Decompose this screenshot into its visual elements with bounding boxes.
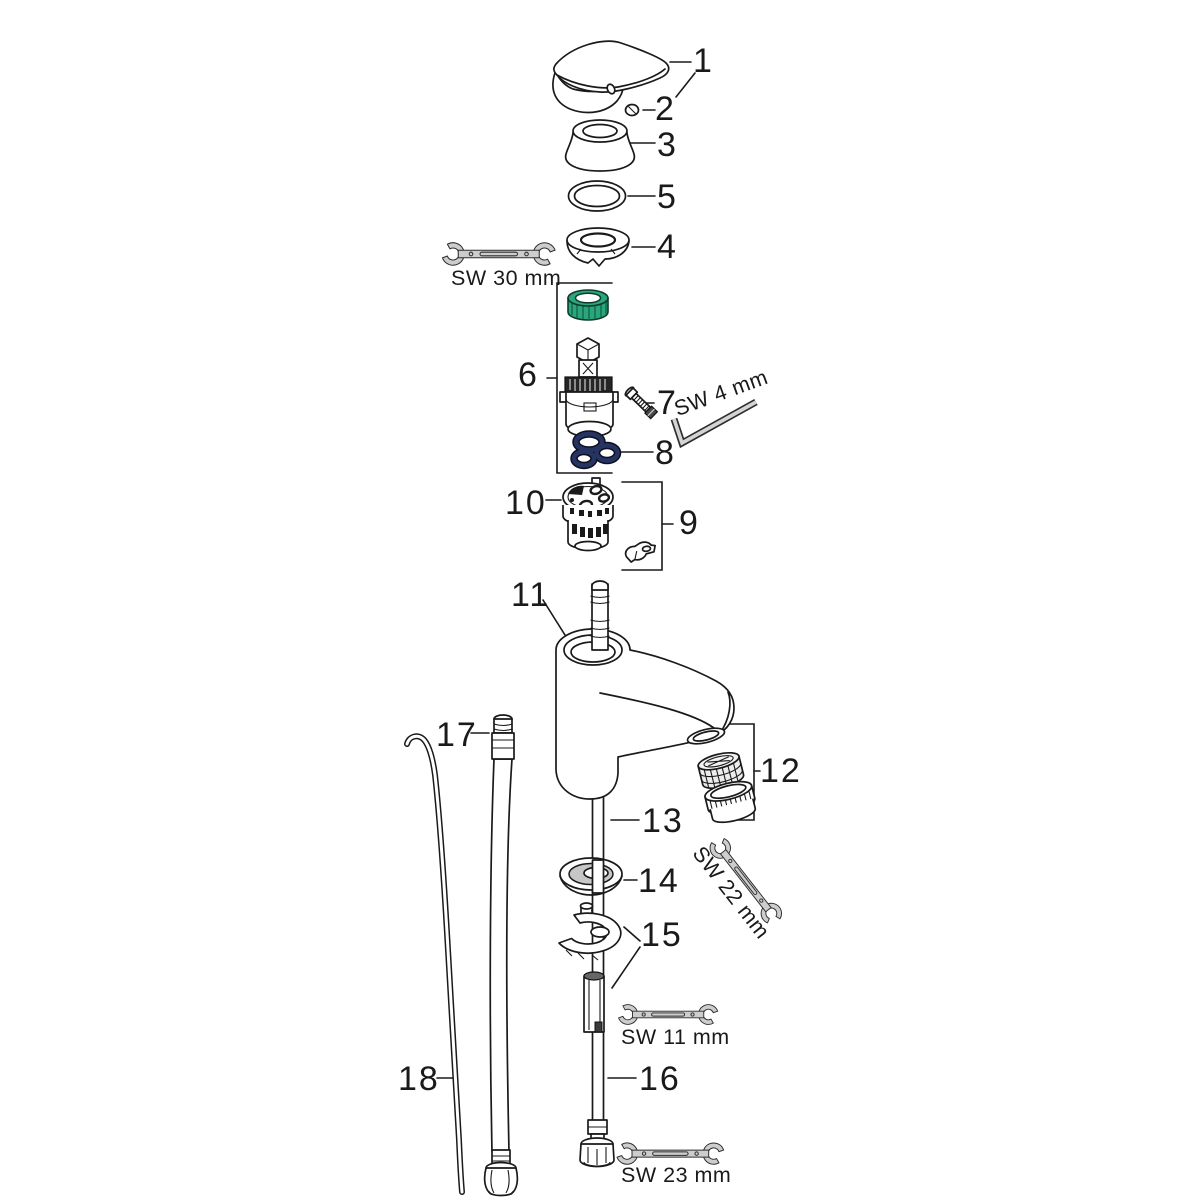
bracket-9 [621,481,663,571]
part-18-curved-pipe [404,733,465,1195]
callout-9: 9 [679,504,700,542]
callout-5: 5 [657,178,678,216]
callout-15: 15 [641,916,683,954]
callout-3: 3 [657,126,678,164]
part-6-cartridge [559,337,619,438]
allen-key-sw4-icon [670,398,758,449]
callout-12: 12 [760,752,802,790]
part-3-collar [564,119,636,172]
callout-8: 8 [655,434,676,472]
callout-1: 1 [693,42,714,80]
wrench-sw23-icon [616,1142,725,1165]
part-6-retainer-ring [567,289,609,321]
callout-6: 6 [518,356,539,394]
callout-13: 13 [642,802,684,840]
part-15-extension-sleeve [583,971,605,1033]
callout-17: 17 [436,716,478,754]
callout-7: 7 [657,384,678,422]
wrench-sw30-icon [441,242,556,266]
part-12-aerator-set [686,727,757,824]
tool-label-sw30: SW 30 mm [451,266,562,290]
tool-label-sw23: SW 23 mm [621,1163,732,1187]
part-10-valve-assembly [562,477,614,552]
part-5-o-ring [567,180,627,212]
part-4-nut [566,227,630,267]
part-2-grub-screw [624,103,640,117]
tool-label-sw11: SW 11 mm [621,1025,730,1049]
callout-4: 4 [657,228,678,266]
part-15-mounting-clamp [558,902,622,961]
part-9-clip [624,541,656,563]
callout-2: 2 [655,90,676,128]
part-7-screw [624,386,659,420]
callout-10: 10 [505,484,547,522]
wrench-sw11-icon [618,1004,719,1025]
part-8-seal-rings [570,430,622,470]
callout-16: 16 [639,1060,681,1098]
part-17-hose [483,714,519,1197]
part-11-cartridge-stem-pin [590,580,610,651]
part-1-handle [552,40,670,114]
part-16-rod-nut [579,1119,615,1168]
callout-11: 11 [511,576,551,614]
part-14-base-ring [559,857,623,896]
callout-18: 18 [398,1060,440,1098]
callout-14: 14 [638,862,680,900]
